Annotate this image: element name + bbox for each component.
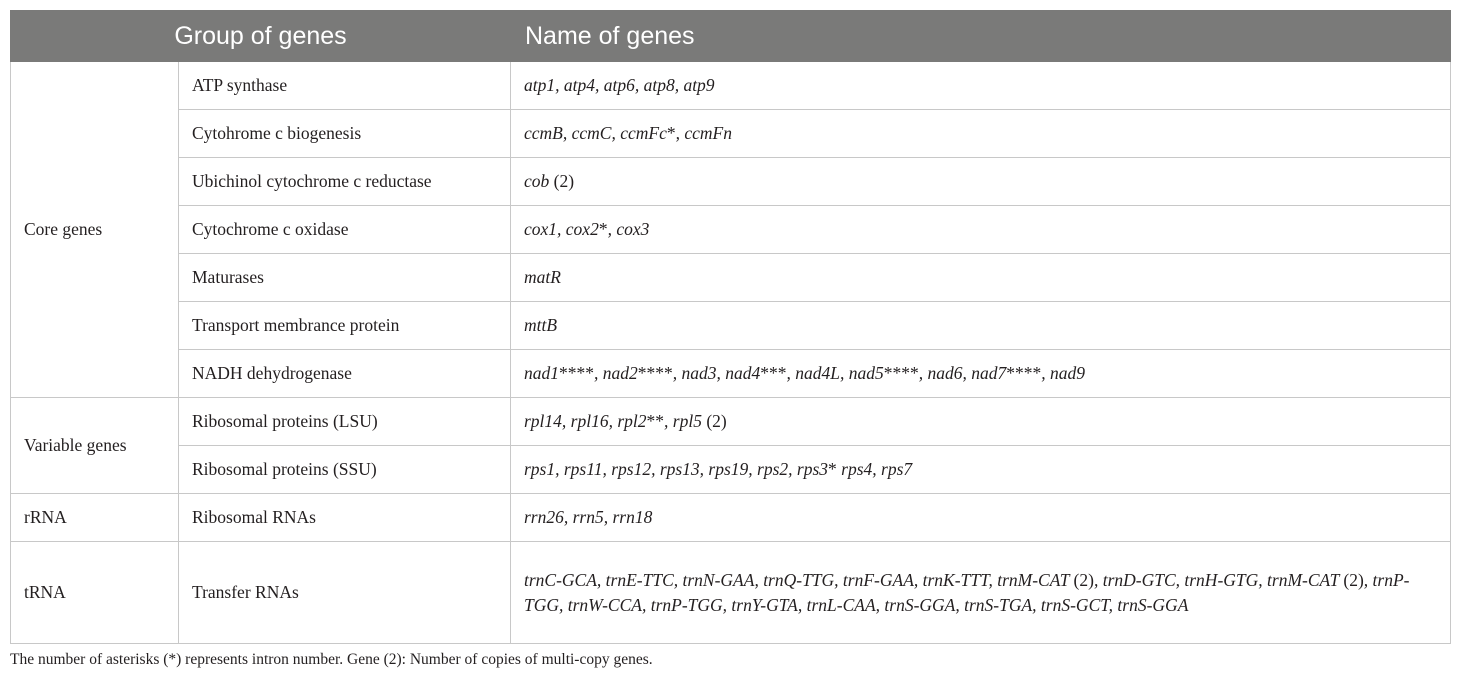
category-cell: NADH dehydrogenase [178,349,511,398]
category-cell: Transport membrance protein [178,301,511,350]
table-row: tRNA Transfer RNAs trnC-GCA, trnE-TTC, t… [10,541,1451,644]
genes-cell: cob (2) [510,157,1451,206]
genes-cell: cox1, cox2*, cox3 [510,205,1451,254]
table-footnote: The number of asterisks (*) represents i… [10,651,653,668]
table-row: Maturases matR [11,253,1451,302]
genes-cell: trnC-GCA, trnE-TTC, trnN-GAA, trnQ-TTG, … [510,541,1451,644]
genes-cell: mttB [510,301,1451,350]
genes-cell: rrn26, rrn5, rrn18 [510,493,1451,542]
category-cell: Maturases [178,253,511,302]
group-label-rrna: rRNA [10,493,179,542]
table-row: NADH dehydrogenase nad1****, nad2****, n… [11,349,1451,398]
table-row: Cytohrome c biogenesis ccmB, ccmC, ccmFc… [11,109,1451,158]
table-row: rRNA Ribosomal RNAs rrn26, rrn5, rrn18 [10,493,1451,542]
gene-table-container: Group of genes Name of genes Core genes … [10,10,1451,644]
group-label-variable: Variable genes [10,397,179,494]
category-cell: Ribosomal RNAs [178,493,511,542]
header-name-of-genes: Name of genes [510,10,1451,62]
table-row: Cytochrome c oxidase cox1, cox2*, cox3 [11,205,1451,254]
group-label-core: Core genes [10,61,179,398]
category-cell: Cytochrome c oxidase [178,205,511,254]
table-row: Transport membrance protein mttB [11,301,1451,350]
header-row: Group of genes Name of genes [10,10,1451,62]
group-label-trna: tRNA [10,541,179,644]
table-row: Variable genes Ribosomal proteins (LSU) … [10,397,1451,494]
genes-cell: rpl14, rpl16, rpl2**, rpl5 (2) [510,397,1451,446]
genes-cell: matR [510,253,1451,302]
genes-cell: atp1, atp4, atp6, atp8, atp9 [510,61,1451,110]
genes-cell: rps1, rps11, rps12, rps13, rps19, rps2, … [510,445,1451,494]
genes-cell: nad1****, nad2****, nad3, nad4***, nad4L… [510,349,1451,398]
table-row: Ribosomal proteins (SSU) rps1, rps11, rp… [11,445,1451,494]
genes-cell: ccmB, ccmC, ccmFc*, ccmFn [510,109,1451,158]
header-group-of-genes: Group of genes [10,10,511,62]
category-cell: ATP synthase [178,61,511,110]
table-row: Core genes ATP synthase atp1, atp4, atp6… [10,61,1451,398]
category-cell: Ribosomal proteins (SSU) [178,445,511,494]
category-cell: Cytohrome c biogenesis [178,109,511,158]
table-row: Ubichinol cytochrome c reductase cob (2) [11,157,1451,206]
category-cell: Ubichinol cytochrome c reductase [178,157,511,206]
gene-table: Group of genes Name of genes Core genes … [10,10,1451,644]
category-cell: Transfer RNAs [178,541,511,644]
category-cell: Ribosomal proteins (LSU) [178,397,511,446]
